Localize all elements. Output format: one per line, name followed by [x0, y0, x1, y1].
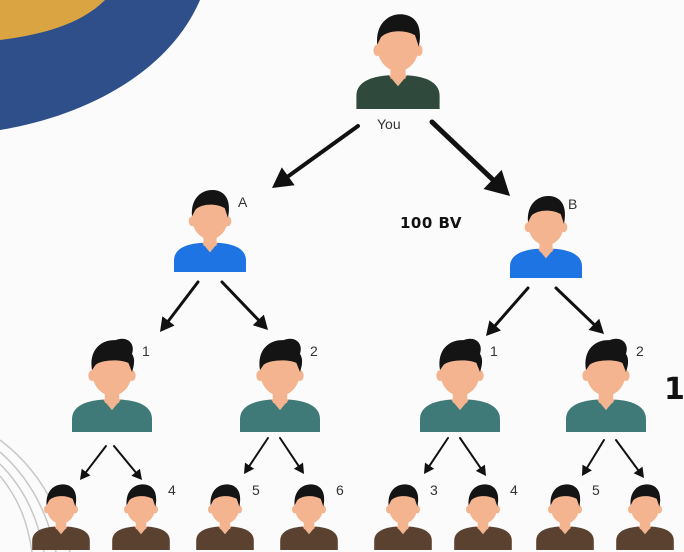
- arrow-l2-2-to-l3-3: [244, 437, 269, 474]
- label-level2-2: 2: [310, 343, 318, 359]
- arrow-l2-4-to-l3-7: [582, 439, 605, 476]
- label-level3-4: 6: [336, 482, 344, 498]
- label-level3-6: 4: [510, 482, 518, 498]
- person-icon-level3-2: [112, 484, 170, 550]
- label-level2-1: 1: [142, 343, 150, 359]
- label-you: You: [377, 116, 401, 132]
- person-icon-level2-1: [72, 338, 152, 432]
- label-level3-7: 5: [592, 482, 600, 498]
- cropped-edge-text: 1: [664, 372, 684, 407]
- arrow-you-to-b: [429, 119, 510, 196]
- person-icon-a: [174, 189, 246, 272]
- bv-label-b: 100 BV: [400, 214, 462, 232]
- person-icon-you: [356, 14, 440, 109]
- person-icon-level2-4: [566, 338, 646, 432]
- arrows: [80, 119, 644, 480]
- label-level3-2: 4: [168, 482, 176, 498]
- arrow-you-to-a: [272, 124, 360, 188]
- person-icon-level2-2: [240, 338, 320, 432]
- label-level2-3: 1: [490, 343, 498, 359]
- person-icon-level3-5: [374, 484, 432, 550]
- label-a: A: [238, 194, 248, 210]
- person-icon-level3-7: [536, 484, 594, 550]
- person-icon-level3-4: [280, 484, 338, 550]
- arrow-l2-1-to-l3-2: [113, 445, 142, 480]
- person-icon-level3-8: [616, 484, 674, 550]
- arrow-l2-4-to-l3-8: [615, 439, 644, 478]
- arrow-b-to-1: [486, 286, 530, 336]
- person-icon-level2-3: [420, 338, 500, 432]
- arrow-l2-1-to-l3-1: [80, 445, 107, 480]
- corner-banner: [0, 0, 200, 130]
- person-icon-b: [510, 195, 582, 278]
- arrow-a-to-1: [160, 280, 200, 332]
- arrow-l2-2-to-l3-4: [279, 437, 304, 474]
- person-icon-level3-6: [454, 484, 512, 550]
- person-icon-level3-3: [196, 484, 254, 550]
- person-icon-level3-1: [32, 484, 90, 550]
- label-level3-3: 5: [252, 482, 260, 498]
- label-level3-5: 3: [430, 482, 438, 498]
- arrow-l2-3-to-l3-5: [424, 437, 449, 474]
- arrow-a-to-2: [220, 280, 268, 330]
- arrow-b-to-2: [554, 286, 604, 334]
- label-b: B: [568, 196, 578, 212]
- arrow-l2-3-to-l3-6: [459, 437, 486, 476]
- label-level2-4: 2: [636, 343, 644, 359]
